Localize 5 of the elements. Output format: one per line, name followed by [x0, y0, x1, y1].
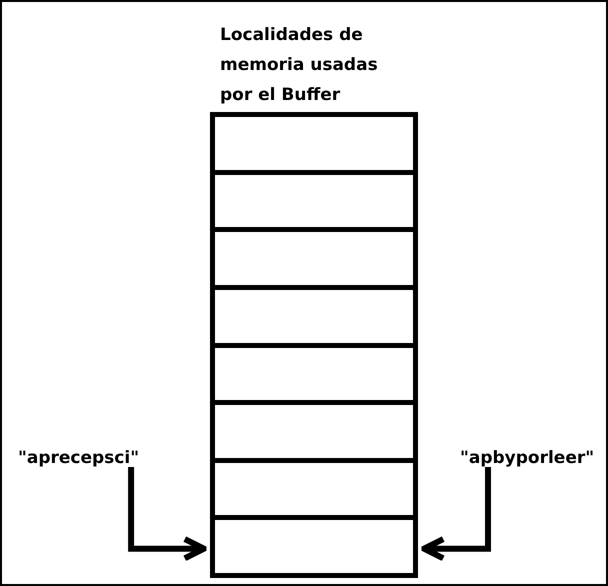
- arrow: [421, 467, 491, 562]
- pointer-label: "apbyporleer": [460, 448, 594, 468]
- arrow: [128, 467, 207, 562]
- pointer-label: "aprecepsci": [18, 448, 140, 468]
- buffer-heading: Localidades de memoria usadas por el Buffer: [220, 24, 379, 107]
